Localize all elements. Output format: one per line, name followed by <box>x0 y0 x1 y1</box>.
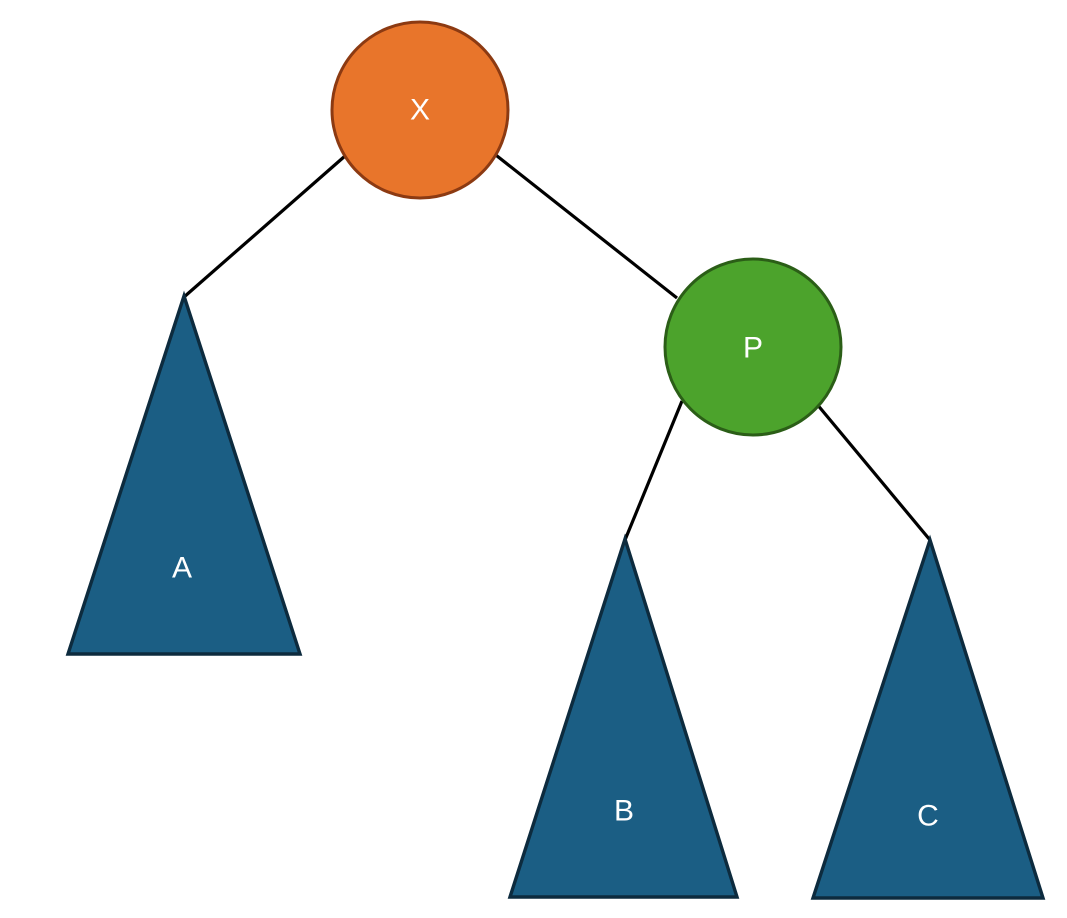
subtree-b[interactable]: B <box>507 533 740 899</box>
edge-p-to-b <box>623 400 684 541</box>
subtree-c[interactable]: C <box>810 534 1046 900</box>
subtree-a[interactable]: A <box>65 290 303 656</box>
subtree-triangle-c[interactable] <box>810 534 1046 900</box>
subtree-triangle-a[interactable] <box>65 290 303 656</box>
edge-x-to-p <box>491 150 678 300</box>
node-circle-x[interactable] <box>330 20 510 200</box>
edge-p-to-c <box>814 401 932 542</box>
node-circle-p[interactable] <box>663 257 843 437</box>
node-p[interactable]: P <box>663 257 843 437</box>
subtree-triangle-b[interactable] <box>507 533 740 899</box>
subtree-group: A B C <box>65 290 1046 900</box>
node-x[interactable]: X <box>330 20 510 200</box>
edge-x-to-a <box>182 154 347 299</box>
edge-group <box>182 150 932 542</box>
